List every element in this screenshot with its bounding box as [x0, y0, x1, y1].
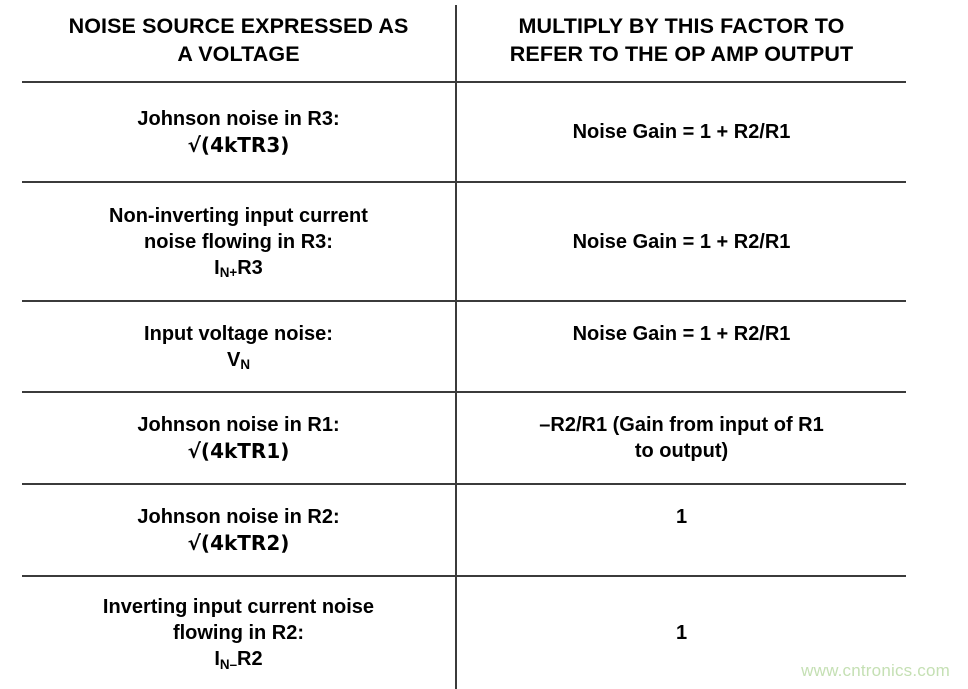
- source-line1: Johnson noise in R2:: [137, 505, 340, 528]
- column-header-multiply-factor: MULTIPLY BY THIS FACTOR TO REFER TO THE …: [457, 0, 906, 81]
- header-rule: [22, 81, 906, 83]
- source-line1: Non-inverting input current: [109, 204, 368, 227]
- row-rule-3: [22, 391, 906, 393]
- table-row: –R2/R1 (Gain from input of R1 to output): [457, 393, 906, 483]
- table-row: 1: [457, 485, 906, 575]
- table-row: Noise Gain = 1 + R2/R1: [457, 183, 906, 300]
- row-rule-4: [22, 483, 906, 485]
- row-rule-1: [22, 181, 906, 183]
- table-row: Input voltage noise: VN: [22, 302, 455, 391]
- source-expression: √(4kTR2): [187, 530, 290, 555]
- table-row: Johnson noise in R3: √(4kTR3): [22, 83, 455, 181]
- row-rule-2: [22, 300, 906, 302]
- table-row: Noise Gain = 1 + R2/R1: [457, 302, 906, 391]
- source-line1: Inverting input current noise: [102, 596, 375, 618]
- source-line1b: noise flowing in R3:: [144, 230, 333, 253]
- source-expression: √(4kTR3): [187, 132, 290, 157]
- expr-symbol: I: [214, 648, 220, 670]
- source-line1b: flowing in R2:: [172, 622, 305, 644]
- table-row: Inverting input current noise flowing in…: [22, 577, 455, 689]
- factor-line1: Noise Gain = 1 + R2/R1: [572, 121, 791, 143]
- factor-line1: 1: [675, 622, 688, 644]
- table-row: Non-inverting input current noise flowin…: [22, 183, 455, 300]
- expr-tail: R2: [237, 648, 263, 670]
- factor-line2: to output): [634, 440, 729, 462]
- source-expression: √(4kTR1): [187, 438, 290, 463]
- noise-source-table: NOISE SOURCE EXPRESSED AS A VOLTAGE MULT…: [22, 0, 906, 689]
- expr-tail: R3: [237, 256, 263, 279]
- header-left-line1: NOISE SOURCE EXPRESSED AS: [68, 13, 409, 38]
- column-divider: [455, 5, 457, 689]
- source-expression: VN: [226, 348, 250, 373]
- factor-line1: Noise Gain = 1 + R2/R1: [572, 323, 791, 345]
- source-line1: Johnson noise in R1:: [137, 413, 340, 436]
- table-row: Johnson noise in R1: √(4kTR1): [22, 393, 455, 483]
- table-row: 1: [457, 577, 906, 689]
- expr-subscript: N: [240, 357, 250, 373]
- factor-line1: Noise Gain = 1 + R2/R1: [572, 230, 791, 253]
- expr-subscript: N–: [219, 656, 238, 672]
- table-row: Johnson noise in R2: √(4kTR2): [22, 485, 455, 575]
- column-header-noise-source: NOISE SOURCE EXPRESSED AS A VOLTAGE: [22, 0, 455, 81]
- table-row: Noise Gain = 1 + R2/R1: [457, 83, 906, 181]
- factor-line1: –R2/R1 (Gain from input of R1: [539, 414, 824, 436]
- factor-line1: 1: [675, 506, 688, 528]
- expr-symbol: V: [226, 348, 241, 371]
- row-rule-5: [22, 575, 906, 577]
- source-expression: IN+R3: [214, 256, 263, 281]
- expr-subscript: N+: [219, 265, 238, 281]
- header-right-line2: REFER TO THE OP AMP OUTPUT: [509, 41, 854, 66]
- header-right-line1: MULTIPLY BY THIS FACTOR TO: [518, 13, 845, 38]
- site-watermark: www.cntronics.com: [801, 661, 950, 680]
- source-line1: Johnson noise in R3:: [137, 107, 340, 130]
- source-line1: Input voltage noise:: [144, 322, 333, 345]
- source-expression: IN–R2: [214, 648, 263, 672]
- header-left-line2: A VOLTAGE: [177, 41, 300, 66]
- expr-symbol: I: [214, 256, 220, 279]
